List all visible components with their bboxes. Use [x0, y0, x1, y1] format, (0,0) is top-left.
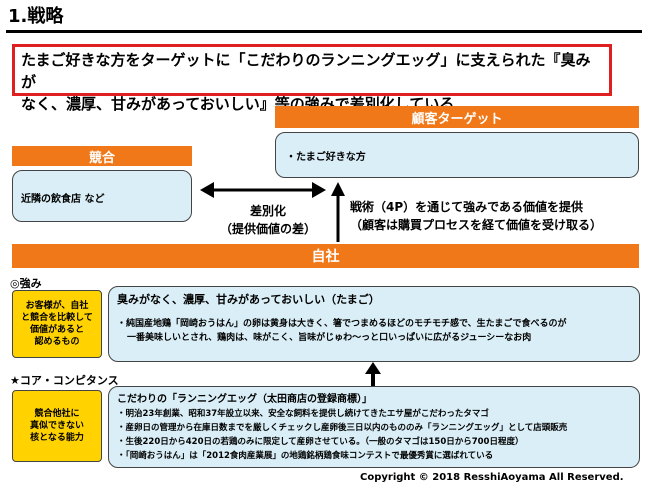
core-up-arrow-icon	[365, 362, 381, 386]
strength-side-line: お客様が、自社	[25, 301, 89, 311]
core-side-line: 真似できない	[29, 421, 84, 431]
strength-bullet: 一番美味しいとされ、鶏肉は、味がこく、旨味がじゅわ～っと口いっぱいに広がるジュー…	[127, 333, 532, 343]
strength-section-label: ◎強み	[10, 277, 42, 290]
core-side-label: 競合他社に 真似できない 核となる能力	[12, 390, 102, 462]
core-section-label: ★コア・コンピタンス	[10, 374, 119, 387]
value-delivery-line-2: （顧客は購買プロセスを経て価値を受け取る）	[350, 218, 603, 232]
differentiation-line-2: （提供価値の差）	[219, 222, 316, 236]
customer-target-header: 顧客ターゲット	[275, 106, 639, 128]
title-underline	[6, 30, 642, 33]
core-side-line: 核となる能力	[30, 433, 84, 443]
strength-side-line: と競合を比較して	[21, 313, 93, 323]
competition-card: 近隣の飲食店 など	[12, 170, 192, 222]
up-arrow-icon	[331, 182, 345, 242]
core-bullet: ・明治23年創業、昭和37年設立以来、安全な飼料を提供し続けてきたエサ屋がこだわ…	[117, 409, 489, 419]
strength-side-line: 価値があると	[29, 325, 84, 335]
competition-item: 近隣の飲食店 など	[21, 194, 105, 205]
value-delivery-text: 戦術（4P）を通じて強みである価値を提供 （顧客は購買プロセスを経て価値を受け取…	[350, 198, 640, 234]
customer-target-card: ・たまご好きな方	[275, 132, 639, 178]
strength-bullet: ・純国産地鶏「岡崎おうはん」の卵は黄身は大きく、箸でつまめるほどのモチモチ感で、…	[117, 319, 567, 329]
strength-side-line: 認めるもの	[34, 337, 80, 347]
differentiation-line-1: 差別化	[249, 204, 286, 218]
core-title: こだわりの「ランニングエッグ（太田商店の登録商標）」	[117, 394, 372, 405]
core-bullet: ・産卵日の管理から在庫日数までを厳しくチェックし産卵後三日以内のもののみ「ランニ…	[117, 423, 568, 433]
core-side-line: 競合他社に	[34, 409, 80, 419]
double-arrow-icon	[200, 182, 326, 198]
strength-title: 臭みがなく、濃厚、甘みがあっておいしい（たまご）	[117, 293, 380, 306]
company-header: 自社	[12, 244, 639, 268]
differentiation-label: 差別化 （提供価値の差）	[198, 202, 338, 238]
core-bullet: ・「岡崎おうはん」は「2012食肉産業展」の地鶏銘柄鶏食味コンテストで最優秀賞に…	[117, 451, 494, 461]
core-card: こだわりの「ランニングエッグ（太田商店の登録商標）」 ・明治23年創業、昭和37…	[108, 386, 640, 468]
strength-card: 臭みがなく、濃厚、甘みがあっておいしい（たまご） ・純国産地鶏「岡崎おうはん」の…	[108, 286, 640, 362]
value-delivery-line-1: 戦術（4P）を通じて強みである価値を提供	[350, 200, 584, 214]
core-bullet: ・生後220日から420日の若鶏のみに限定して産卵させている。（一般のタマゴは1…	[117, 437, 524, 447]
copyright-text: Copyright © 2018 ResshiAoyama All Reserv…	[360, 472, 624, 483]
competition-header: 競合	[12, 146, 192, 166]
strength-side-label: お客様が、自社 と競合を比較して 価値があると 認めるもの	[12, 290, 102, 358]
page-title: 1.戦略	[8, 6, 64, 27]
summary-line-1: たまご好きな方をターゲットに「こだわりのランニングエッグ」に支えられた『臭みが	[21, 51, 591, 91]
customer-target-item: ・たまご好きな方	[286, 152, 366, 163]
strategy-summary-box: たまご好きな方をターゲットに「こだわりのランニングエッグ」に支えられた『臭みが …	[12, 44, 612, 113]
